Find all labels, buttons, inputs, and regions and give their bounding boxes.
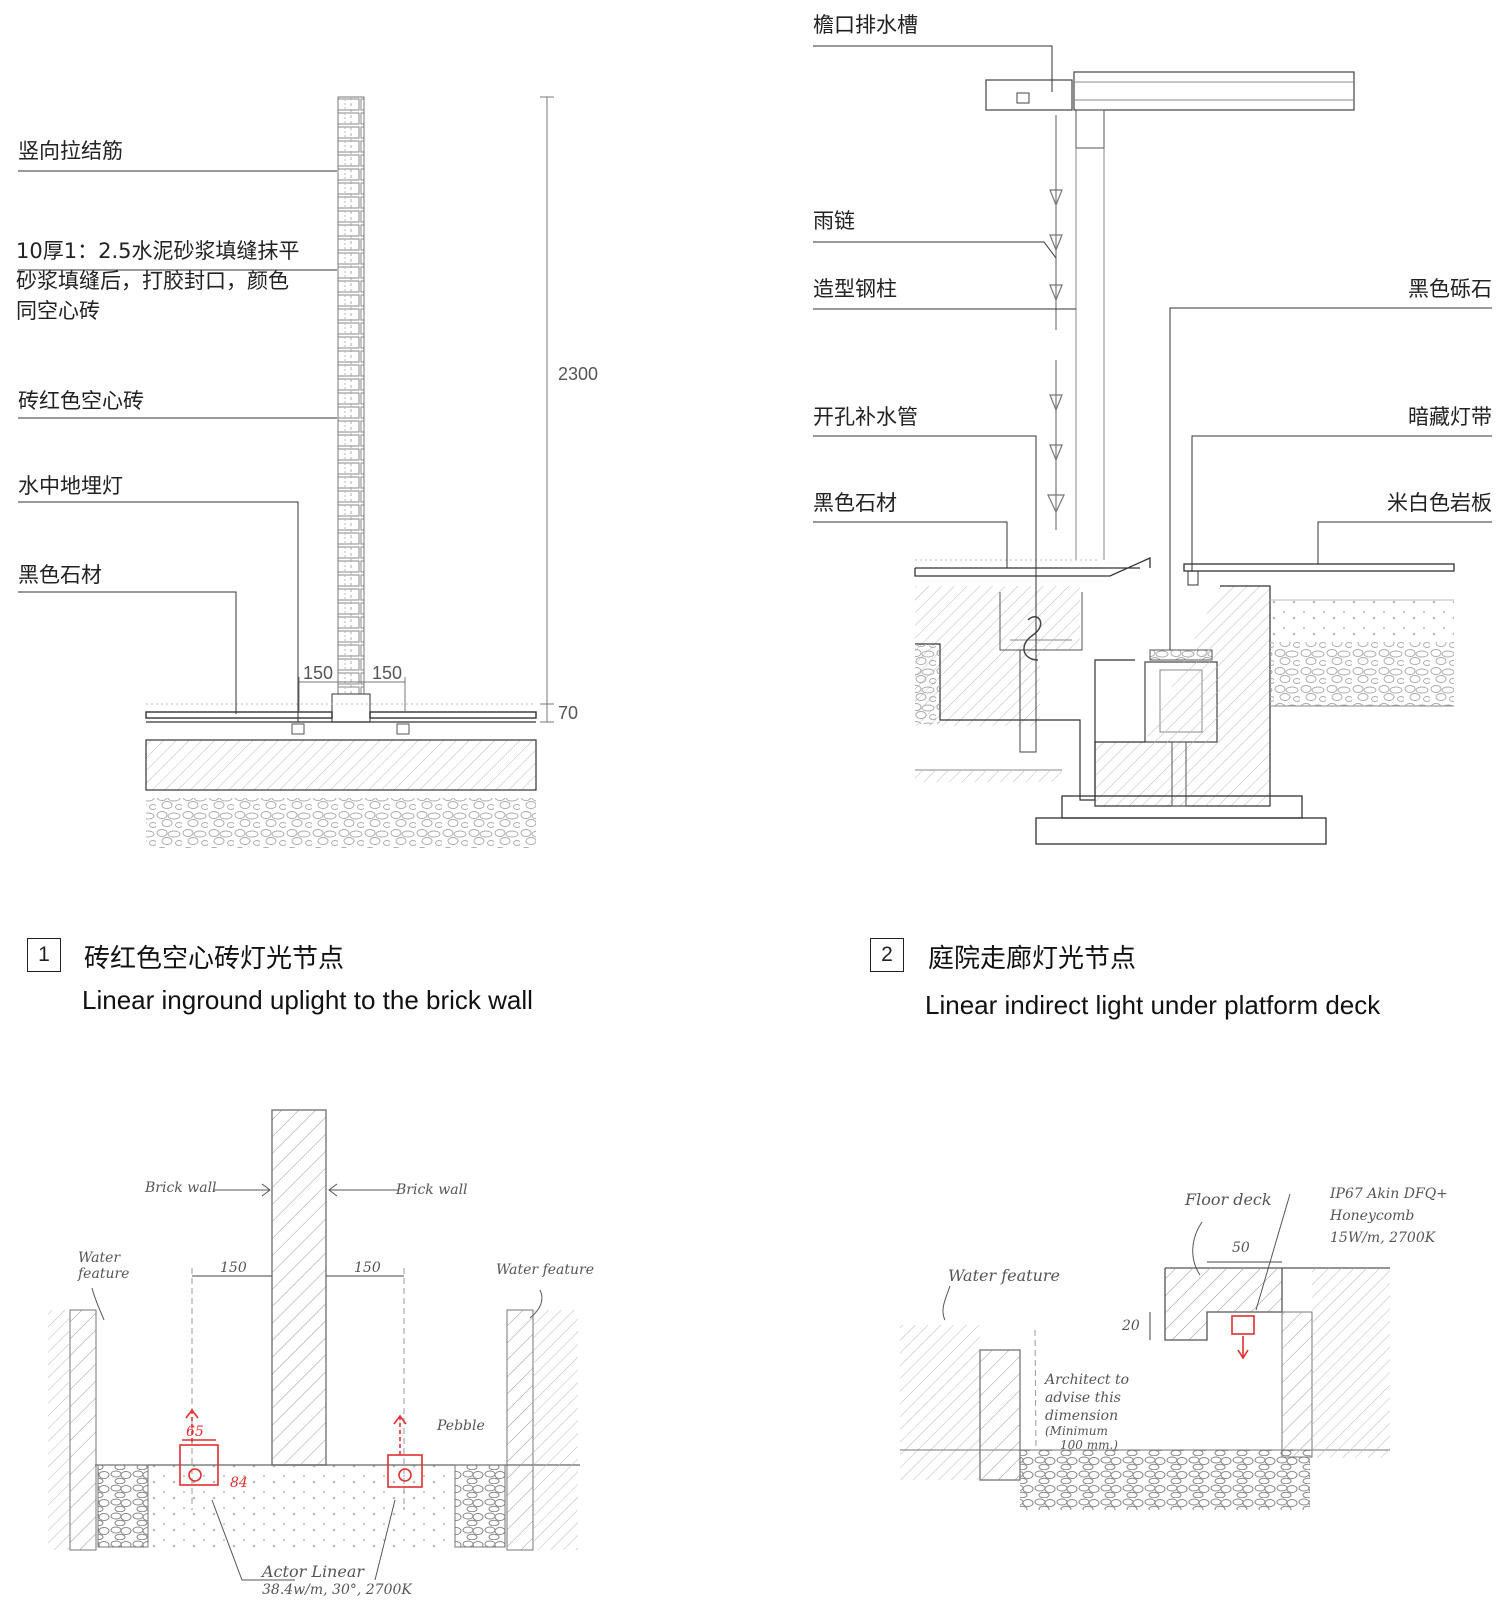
sketch2-dim-20: 20	[1122, 1318, 1140, 1334]
label-white-slab: 米白色岩板	[1387, 491, 1492, 515]
sketch1-dim-left: 150	[220, 1260, 247, 1276]
sketch1-dim-right: 150	[354, 1260, 381, 1276]
sketch2-water-feature: Water feature	[948, 1266, 1061, 1285]
label-eave-gutter: 檐口排水槽	[813, 13, 918, 37]
label-mortar-line-1: 10厚1：2.5水泥砂浆填缝抹平	[16, 239, 300, 263]
sketch1-fixture-spec: 38.4w/m, 30°, 2700K	[262, 1582, 412, 1598]
sketch1-fixture: Actor Linear	[262, 1562, 365, 1581]
sketch1-dim-65: 65	[186, 1424, 204, 1440]
sketch1-brick-wall-left: Brick wall	[145, 1180, 217, 1196]
detail2-number: 2	[870, 938, 904, 972]
detail1-number: 1	[27, 938, 61, 972]
detail2-drawing	[813, 45, 1492, 845]
sketch2-note-5: 100 mm.)	[1060, 1438, 1118, 1452]
label-black-gravel: 黑色砾石	[1408, 277, 1492, 301]
dim-right-150: 150	[372, 663, 403, 683]
sketch1-brick-wall-right: Brick wall	[396, 1182, 468, 1198]
label-rain-chain: 雨链	[813, 209, 855, 233]
sketch2-drawing	[900, 1193, 1390, 1510]
label-mortar-line-3: 同空心砖	[16, 299, 100, 323]
detail1-drawing	[18, 96, 554, 848]
sketch1-pebble: Pebble	[437, 1418, 485, 1434]
dim-height: 2300	[558, 364, 599, 384]
sketch2-spec-1: IP67 Akin DFQ+	[1330, 1186, 1448, 1202]
sketch1-dim-84: 84	[230, 1475, 248, 1491]
sketch2-spec-3: 15W/m, 2700K	[1330, 1230, 1436, 1246]
label-water-pipe: 开孔补水管	[813, 405, 918, 429]
sketch2-dim-50: 50	[1232, 1240, 1250, 1256]
label-vertical-tie-bars: 竖向拉结筋	[18, 139, 123, 163]
sketch2-note-4: (Minimum	[1045, 1424, 1108, 1438]
label-black-stone: 黑色石材	[18, 563, 102, 587]
detail2-title-cn: 庭院走廊灯光节点	[928, 944, 1137, 974]
label-black-stone-2: 黑色石材	[813, 491, 897, 515]
dim-left-150: 150	[303, 663, 334, 683]
label-mortar-line-2: 砂浆填缝后，打胶封口，颜色	[16, 269, 289, 293]
sketch2-note-3: dimension	[1045, 1408, 1119, 1424]
label-red-hollow-brick: 砖红色空心砖	[18, 389, 144, 413]
detail1-title-cn: 砖红色空心砖灯光节点	[84, 944, 345, 974]
sketch2-spec-2: Honeycomb	[1330, 1208, 1415, 1224]
detail2-title-en: Linear indirect light under platform dec…	[925, 990, 1381, 1020]
label-hidden-light-strip: 暗藏灯带	[1408, 405, 1492, 429]
sketch1-water-left-1: Water	[78, 1250, 121, 1266]
label-steel-column: 造型钢柱	[813, 277, 897, 301]
sketch2-note-1: Architect to	[1045, 1372, 1130, 1388]
label-underwater-light: 水中地埋灯	[18, 474, 123, 498]
dim-base: 70	[558, 703, 579, 723]
sketch2-floor-deck: Floor deck	[1185, 1190, 1272, 1209]
sketch2-note-2: advise this	[1045, 1390, 1121, 1406]
sketch1-drawing	[48, 1109, 580, 1581]
sketch1-water-right: Water feature	[496, 1262, 595, 1278]
sketch1-water-left-2: feature	[78, 1266, 130, 1282]
detail1-title-en: Linear inground uplight to the brick wal…	[82, 985, 533, 1015]
